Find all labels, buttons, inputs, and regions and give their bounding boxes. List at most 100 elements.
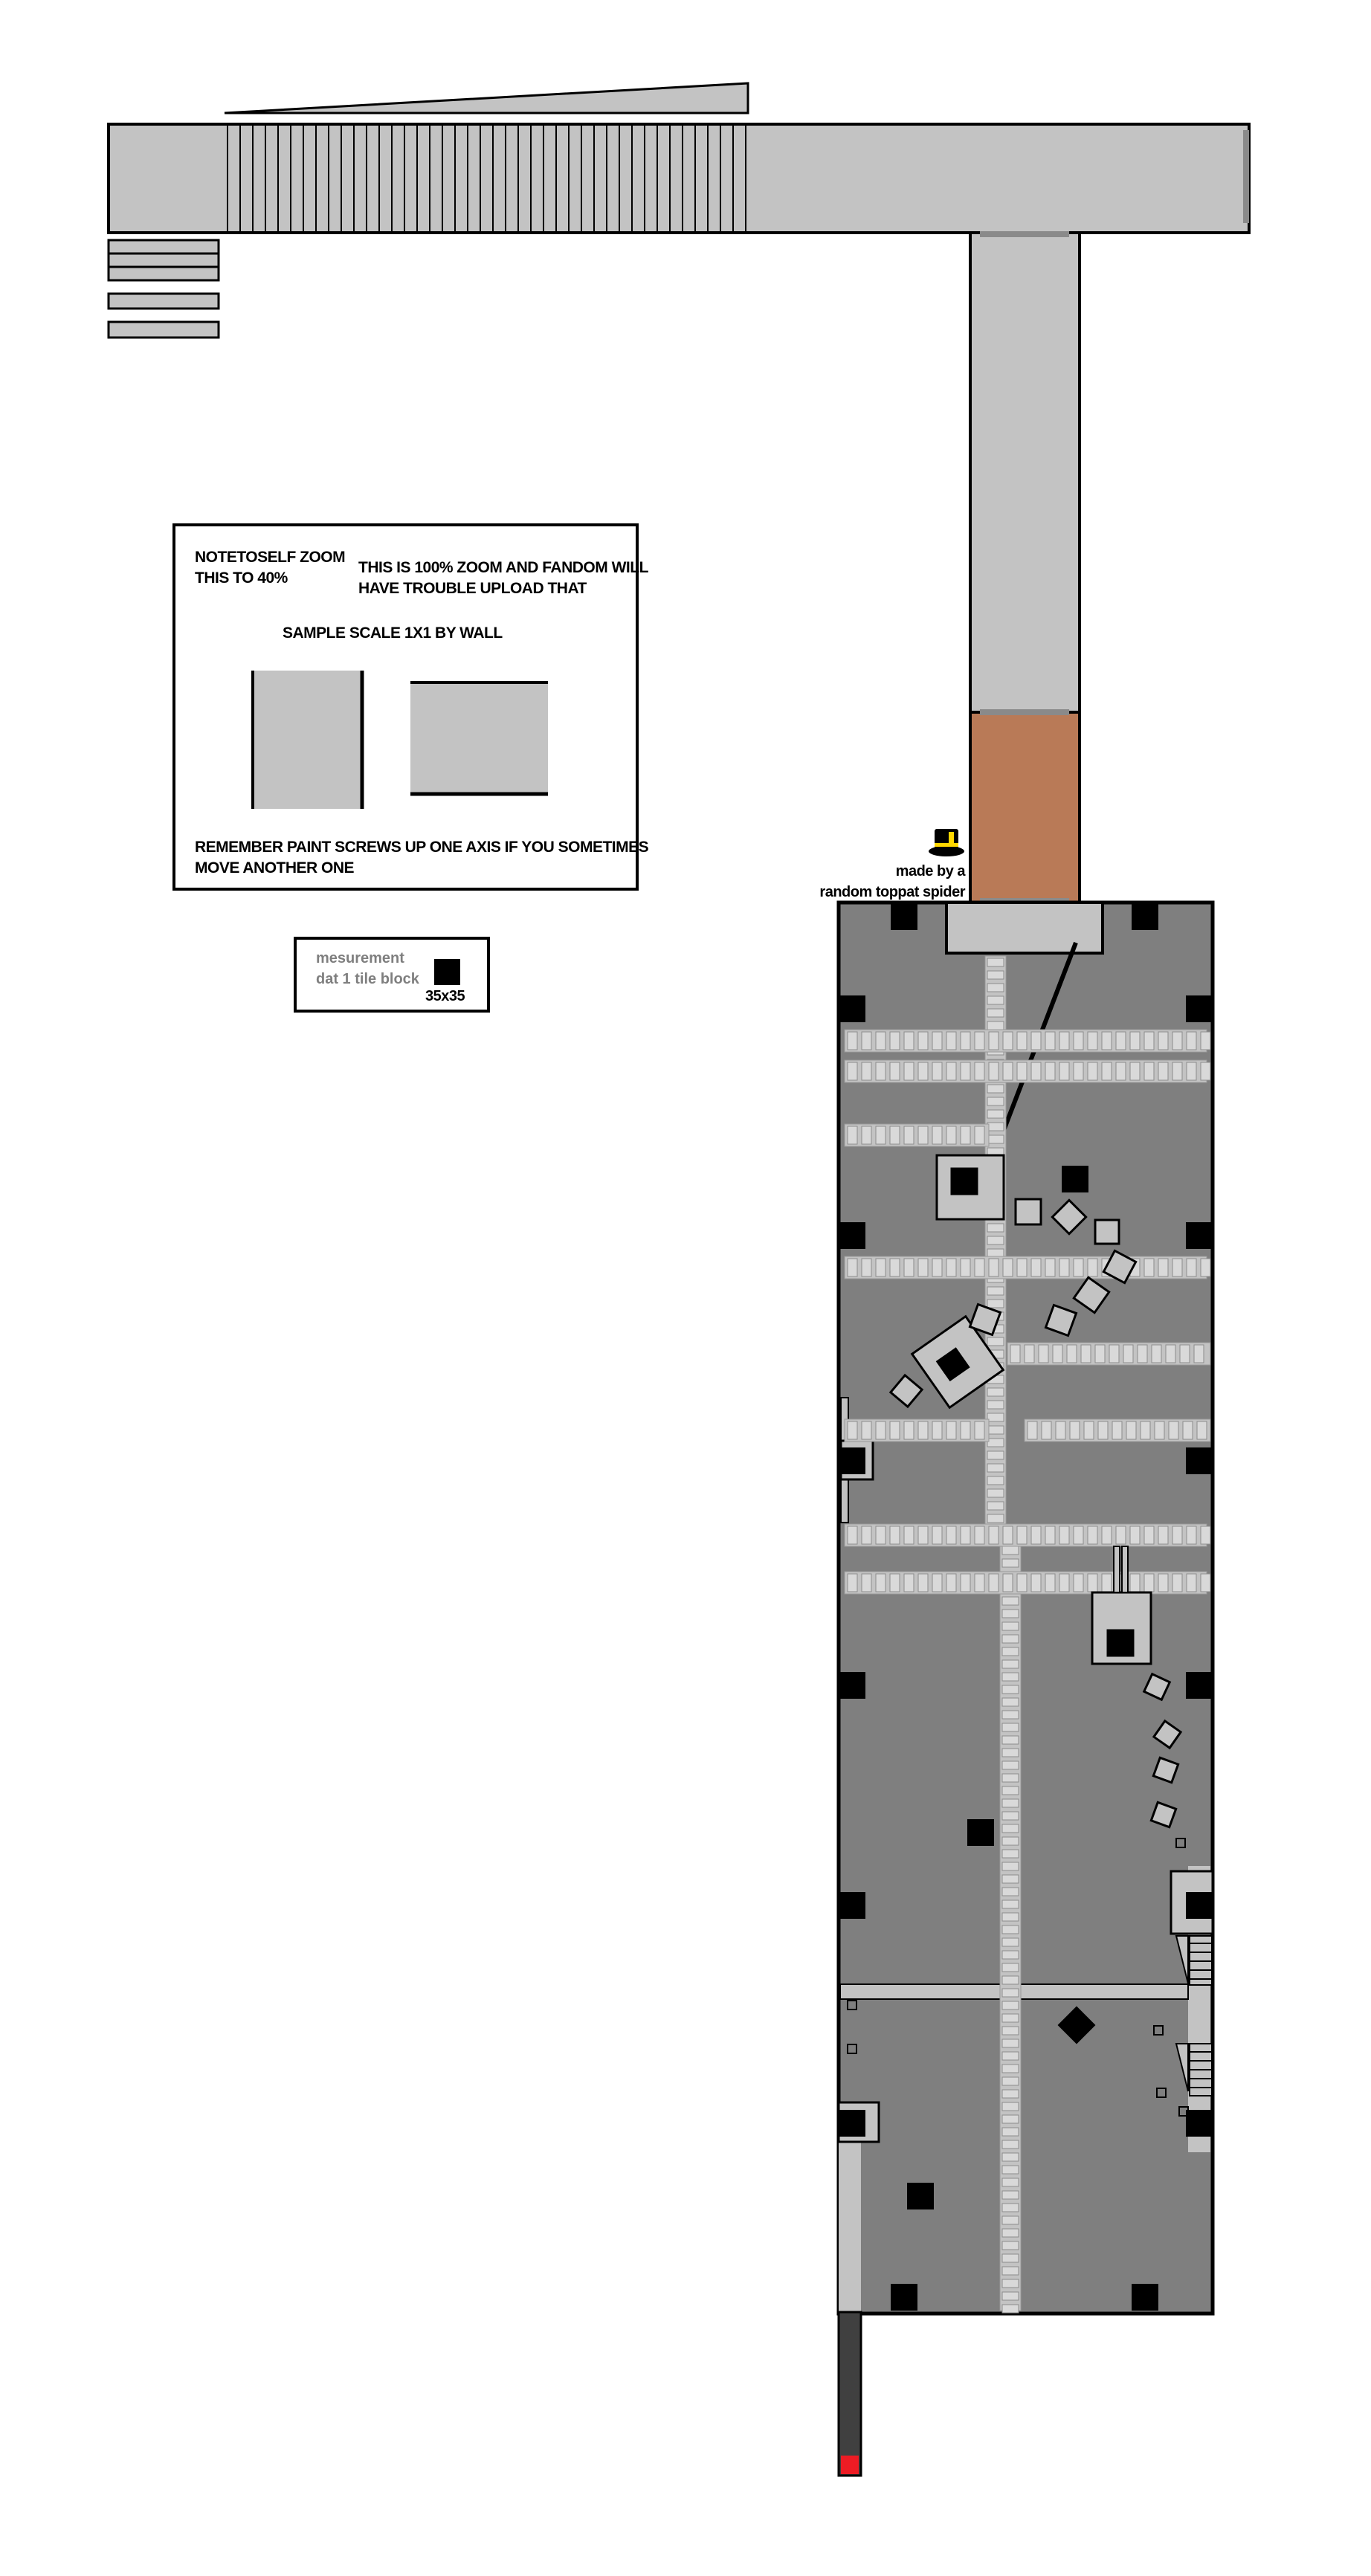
sample-wall-vertical	[253, 671, 361, 809]
catwalk-tile	[987, 1248, 1004, 1258]
catwalk-tile	[1073, 1031, 1084, 1050]
catwalk-tile	[847, 1126, 858, 1145]
catwalk-tile	[1001, 2165, 1019, 2175]
catwalk-tile	[988, 1062, 999, 1081]
catwalk-tile	[1001, 2266, 1019, 2276]
catwalk-tile	[861, 1031, 872, 1050]
catwalk-tile	[1112, 1421, 1123, 1440]
catwalk-tile	[1002, 1258, 1013, 1277]
catwalk-tile	[1001, 2279, 1019, 2288]
catwalk-tile	[1045, 1526, 1056, 1545]
catwalk-tile	[1172, 1031, 1183, 1050]
catwalk-tile	[1001, 2064, 1019, 2073]
catwalk-tile	[1193, 1344, 1204, 1363]
shaft-wall	[969, 231, 1081, 714]
catwalk-tile	[1001, 2253, 1019, 2263]
catwalk-tile	[1126, 1421, 1137, 1440]
main-building	[836, 900, 1215, 2316]
catwalk-tile	[1016, 1526, 1028, 1545]
catwalk-tile	[987, 1476, 1004, 1485]
catwalk-tile	[1073, 1526, 1084, 1545]
catwalk-tile	[1001, 1546, 1019, 1555]
measurement-box	[294, 937, 490, 1013]
catwalk-tile	[1101, 1573, 1112, 1592]
catwalk-tile	[1094, 1344, 1106, 1363]
catwalk-tile	[1027, 1421, 1038, 1440]
catwalk-tile	[1073, 1062, 1084, 1081]
catwalk-tile	[1001, 1634, 1019, 1644]
paint-note: REMEMBER PAINT SCREWS UP ONE AXIS IF YOU…	[195, 839, 649, 877]
catwalk-tile	[974, 1573, 985, 1592]
shaft-seam	[980, 231, 1069, 237]
crate	[1152, 1719, 1183, 1750]
catwalk-tile	[847, 1031, 858, 1050]
catwalk-tile	[1143, 1526, 1155, 1545]
pillar-block	[891, 2284, 917, 2311]
catwalk-tile	[987, 1337, 1004, 1346]
catwalk-tile	[1001, 1912, 1019, 1922]
catwalk-tile	[903, 1526, 914, 1545]
catwalk-tile	[1001, 1685, 1019, 1694]
catwalk-tile	[1055, 1421, 1066, 1440]
catwalk-tile	[875, 1526, 886, 1545]
pillar-block	[1186, 995, 1213, 1022]
catwalk-tile	[987, 1097, 1004, 1106]
catwalk-tile	[1165, 1344, 1176, 1363]
catwalk-tile	[1016, 1258, 1028, 1277]
catwalk-tile	[1045, 1573, 1056, 1592]
catwalk-tile	[861, 1526, 872, 1545]
catwalk-tile	[1200, 1258, 1211, 1277]
catwalk-tile	[1001, 1659, 1019, 1669]
catwalk-tile	[946, 1062, 957, 1081]
catwalk-tile	[987, 970, 1004, 980]
catwalk-tile	[1001, 2051, 1019, 2061]
catwalk-tile	[1059, 1031, 1070, 1050]
catwalk-tile	[889, 1126, 900, 1145]
catwalk-tile	[932, 1126, 943, 1145]
pillar-block	[1132, 903, 1158, 930]
catwalk-tile	[1001, 2038, 1019, 2048]
pillar-block	[891, 903, 917, 930]
exit-marker	[841, 2456, 859, 2474]
catwalk-tile	[917, 1062, 929, 1081]
catwalk-tile	[1083, 1421, 1094, 1440]
catwalk-tile	[1172, 1258, 1183, 1277]
catwalk-tile	[974, 1526, 985, 1545]
catwalk-tile	[1001, 1647, 1019, 1656]
catwalk-tile	[861, 1258, 872, 1277]
catwalk-tile	[1087, 1573, 1098, 1592]
catwalk-tile	[1001, 2140, 1019, 2149]
catwalk-tile	[987, 1134, 1004, 1144]
top-hat-icon	[929, 829, 964, 856]
catwalk-tile	[1001, 1975, 1019, 1985]
crate	[1044, 1303, 1078, 1337]
catwalk-tile	[1001, 2114, 1019, 2124]
catwalk-tile	[987, 1425, 1004, 1435]
pillar-block	[1186, 1447, 1213, 1474]
pillars	[839, 903, 1213, 2311]
catwalk-tile	[988, 1031, 999, 1050]
sample-scale-label: SAMPLE SCALE 1X1 BY WALL	[283, 624, 503, 642]
catwalk-tile	[1002, 1062, 1013, 1081]
catwalk-tile	[1024, 1344, 1035, 1363]
catwalk-tile	[987, 1463, 1004, 1473]
credit-text: made by a random toppat spider	[819, 863, 965, 900]
catwalk-tile	[987, 1413, 1004, 1422]
catwalk-tile	[946, 1258, 957, 1277]
catwalk-tile	[1115, 1031, 1126, 1050]
catwalk-tile	[987, 1387, 1004, 1397]
catwalk-tile	[1045, 1062, 1056, 1081]
catwalk-tile	[932, 1421, 943, 1440]
catwalk-tile	[987, 1008, 1004, 1018]
catwalk-tile	[1001, 2013, 1019, 2023]
catwalk-tile	[1143, 1031, 1155, 1050]
catwalk-tile	[1001, 1950, 1019, 1960]
catwalk-tile	[847, 1526, 858, 1545]
catwalk-tile	[1154, 1421, 1165, 1440]
catwalk-tile	[932, 1258, 943, 1277]
catwalk-tile	[903, 1031, 914, 1050]
catwalk-tile	[932, 1031, 943, 1050]
catwalk-tile	[875, 1258, 886, 1277]
catwalk-tile	[1087, 1031, 1098, 1050]
